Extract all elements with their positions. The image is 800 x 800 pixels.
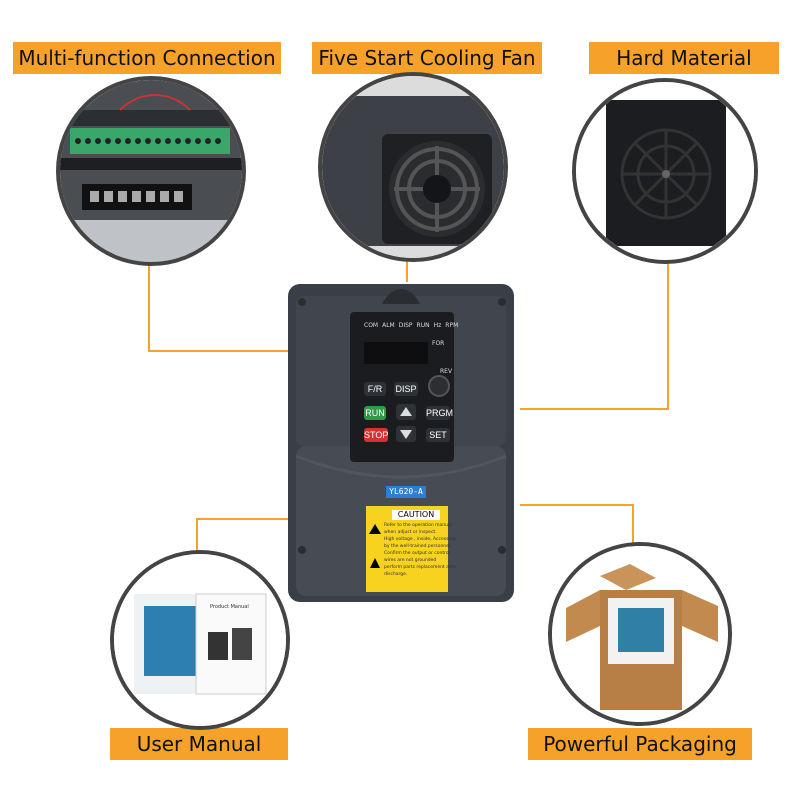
cooling-fan-illustration	[322, 76, 504, 258]
led-label-hz: Hz	[433, 322, 442, 329]
led-label-disp: DISP	[398, 322, 413, 329]
disp-button[interactable]: DISP	[394, 382, 418, 396]
label-powerful-packaging: Powerful Packaging	[528, 728, 752, 760]
caution-title: CAUTION	[392, 510, 440, 520]
for-label: FOR	[432, 340, 445, 347]
terminal-block-illustration	[60, 80, 242, 262]
connector-line	[520, 408, 669, 410]
led-label-run: RUN	[416, 322, 430, 329]
label-user-manual: User Manual	[110, 728, 288, 760]
up-arrow-icon	[400, 407, 412, 416]
led-label-com: COM	[364, 322, 379, 329]
connector-line	[632, 504, 634, 566]
led-label-rpm: RPM	[445, 322, 459, 329]
caution-line: High voltage , inside, Accessing	[384, 537, 456, 542]
back-plate-photo	[572, 78, 758, 264]
manual-title: Product Manual	[210, 604, 249, 610]
terminal-connection-photo	[56, 76, 246, 266]
vfd-body	[288, 284, 514, 602]
connector-line	[667, 248, 669, 410]
user-manual-photo: Product Manual	[110, 550, 290, 730]
user-manual-illustration	[114, 554, 286, 726]
caution-line: by the well-trained personnel.	[384, 544, 452, 549]
led-indicators: COM ALM DISP RUN Hz RPM	[364, 322, 459, 332]
caution-line: when adjust or inspect.	[384, 530, 437, 535]
back-plate-illustration	[576, 82, 754, 260]
connector-line	[196, 518, 198, 564]
warning-icon	[369, 524, 381, 568]
fr-button[interactable]: F/R	[364, 382, 386, 396]
down-button[interactable]	[396, 426, 416, 442]
label-cooling-fan: Five Start Cooling Fan	[312, 42, 542, 74]
model-tag: YL620-A	[386, 486, 426, 498]
packaging-illustration	[552, 546, 728, 722]
set-button[interactable]: SET	[426, 428, 450, 442]
caution-line: perform parts replacement after	[384, 565, 457, 570]
caution-line: discharge.	[384, 572, 408, 577]
label-multi-function-connection: Multi-function Connection	[13, 42, 281, 74]
down-arrow-icon	[400, 430, 412, 439]
connector-line	[406, 254, 408, 282]
up-button[interactable]	[396, 404, 416, 420]
connector-line	[148, 260, 150, 352]
connector-line	[148, 350, 290, 352]
caution-line: Refer to the operation manual	[384, 523, 452, 528]
caution-line: wires are not grounded	[384, 558, 437, 563]
caution-label: CAUTION Refer to the operation manual wh…	[366, 506, 457, 592]
led-label-alm: ALM	[382, 322, 395, 329]
connector-line	[196, 518, 296, 520]
cooling-fan-photo	[318, 72, 508, 262]
vfd-inverter: COM ALM DISP RUN Hz RPM FOR REV F/R DISP…	[282, 278, 522, 608]
connector-line	[520, 504, 634, 506]
caution-line: Confirm the output or control	[384, 551, 450, 556]
stop-button[interactable]: STOP	[364, 428, 389, 442]
rev-label: REV	[440, 368, 453, 375]
label-hard-material: Hard Material	[589, 42, 779, 74]
run-button[interactable]: RUN	[364, 406, 386, 420]
prgm-button[interactable]: PRGM	[426, 406, 453, 420]
packaging-photo	[548, 542, 732, 726]
